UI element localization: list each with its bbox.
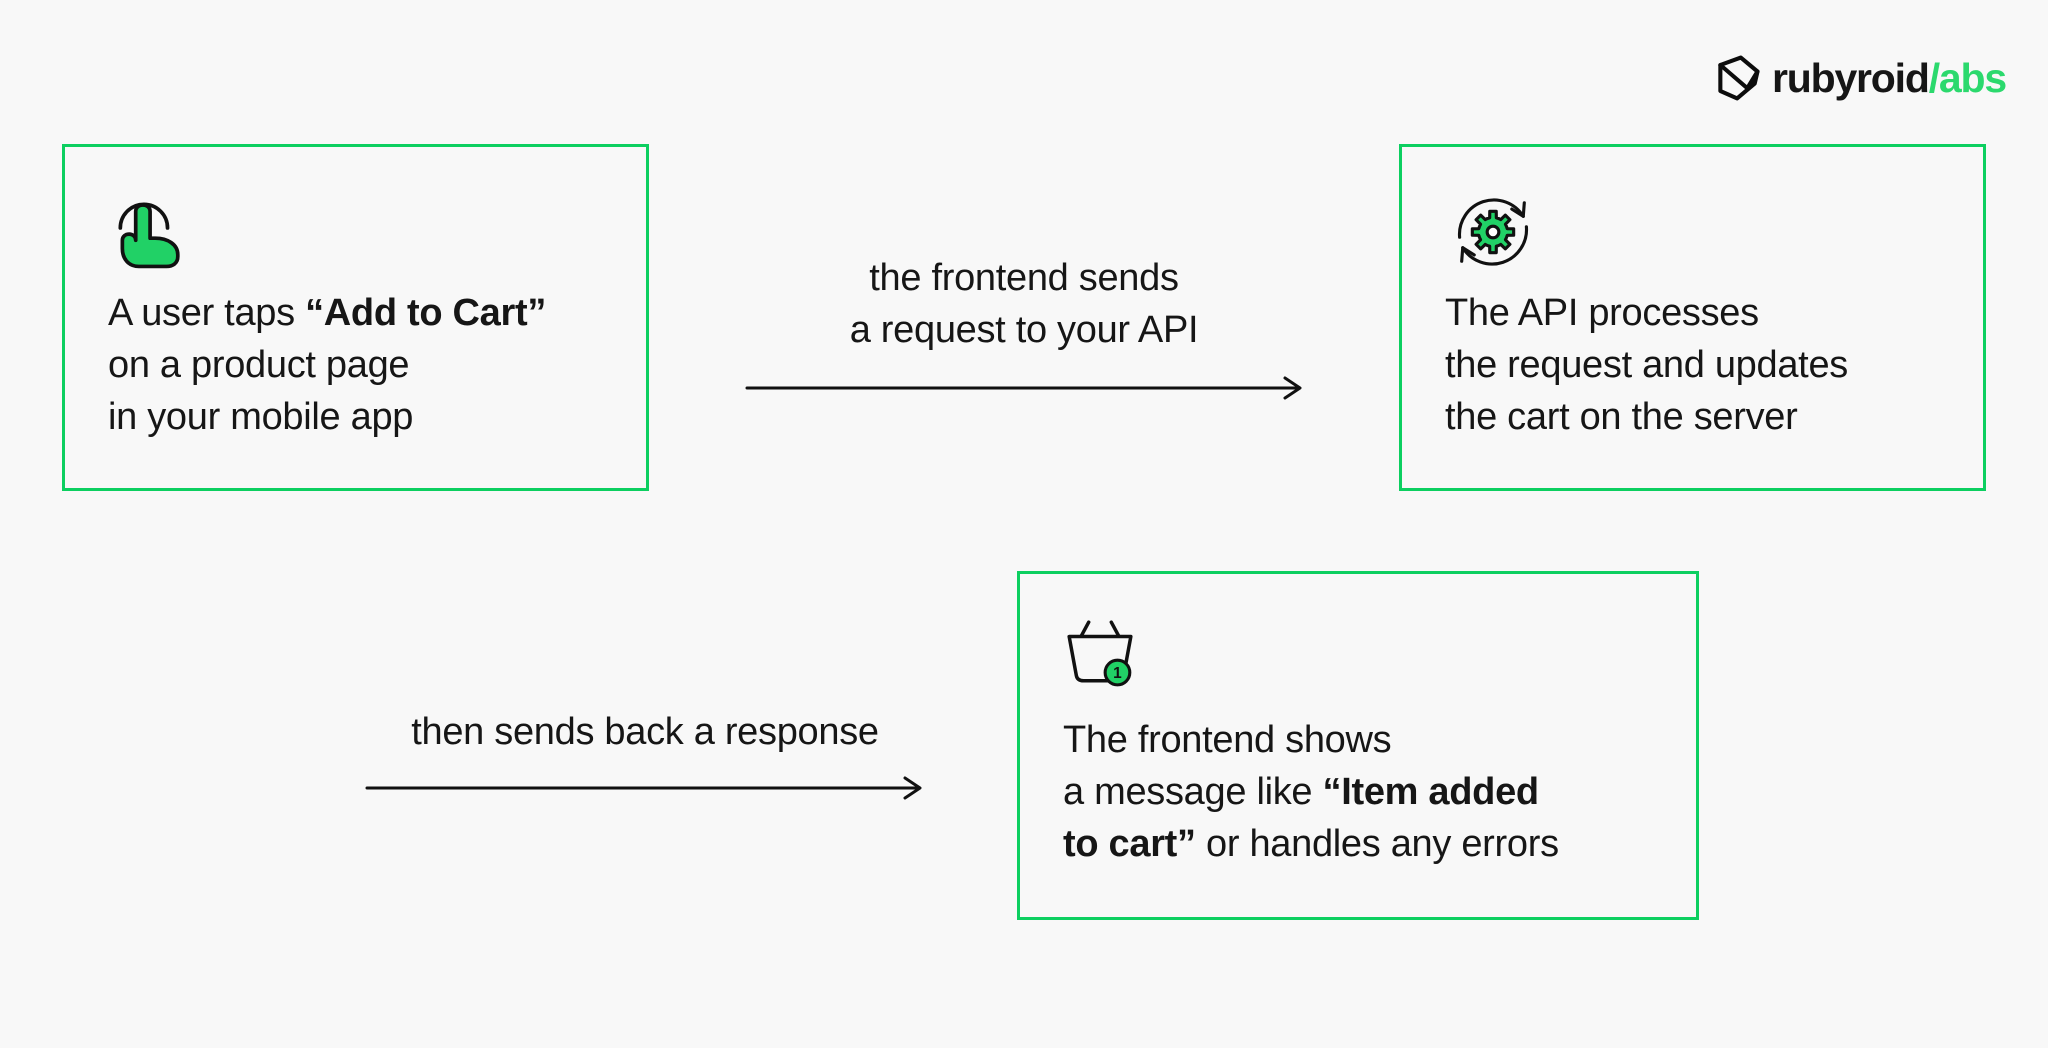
label-line: the frontend sends	[869, 257, 1179, 299]
tap-hand-icon	[118, 202, 180, 269]
label-line: a request to your API	[849, 309, 1199, 351]
gem-icon	[1718, 55, 1760, 101]
text-segment-bold: “Item added	[1322, 771, 1540, 813]
text-line: to cart” or handles any errors	[1063, 818, 1559, 870]
text-segment-bold: to cart”	[1063, 823, 1196, 865]
basket-badge-icon: 1	[1067, 620, 1133, 687]
text-segment: The API processes	[1445, 292, 1759, 334]
label-line: then sends back a response	[411, 711, 879, 753]
text-line: A user taps “Add to Cart”	[108, 287, 546, 339]
step-text-frontend-shows: The frontend shows a message like “Item …	[1063, 714, 1559, 870]
text-line: The API processes	[1445, 287, 1848, 339]
basket-badge-count: 1	[1113, 665, 1122, 682]
text-line: the cart on the server	[1445, 391, 1848, 443]
arrow-right-icon	[365, 776, 922, 800]
brand-wordmark-accent: /abs	[1928, 54, 2007, 101]
step-text-user-taps: A user taps “Add to Cart” on a product p…	[108, 287, 546, 443]
brand-logo: rubyroid/abs	[1712, 52, 2007, 104]
text-segment: The frontend shows	[1063, 719, 1392, 761]
text-line: a message like “Item added	[1063, 766, 1559, 818]
sync-gear-icon	[1457, 198, 1529, 266]
arrow-label-response: then sends back a response	[345, 706, 945, 758]
text-line: The frontend shows	[1063, 714, 1559, 766]
text-segment-bold: “Add to Cart”	[305, 292, 547, 334]
step-text-api-processes: The API processes the request and update…	[1445, 287, 1848, 443]
step-box-api-processes: The API processes the request and update…	[1399, 144, 1986, 491]
arrow-label-request: the frontend sends a request to your API	[724, 252, 1324, 356]
step-box-user-taps: A user taps “Add to Cart” on a product p…	[62, 144, 649, 491]
step-box-frontend-shows: 1 The frontend shows a message like “Ite…	[1017, 571, 1699, 920]
brand-wordmark-primary: rubyroid	[1772, 54, 1930, 101]
text-segment: A user taps	[108, 292, 306, 334]
text-segment: the cart on the server	[1445, 396, 1798, 438]
text-line: on a product page	[108, 339, 546, 391]
text-segment: on a product page	[108, 344, 410, 386]
text-line: in your mobile app	[108, 391, 546, 443]
text-segment: or handles any errors	[1195, 823, 1559, 865]
brand-wordmark: rubyroid/abs	[1772, 54, 2007, 101]
text-segment: in your mobile app	[108, 396, 414, 438]
arrow-right-icon	[745, 376, 1302, 400]
text-line: the request and updates	[1445, 339, 1848, 391]
text-segment: a message like	[1063, 771, 1323, 813]
text-segment: the request and updates	[1445, 344, 1848, 386]
